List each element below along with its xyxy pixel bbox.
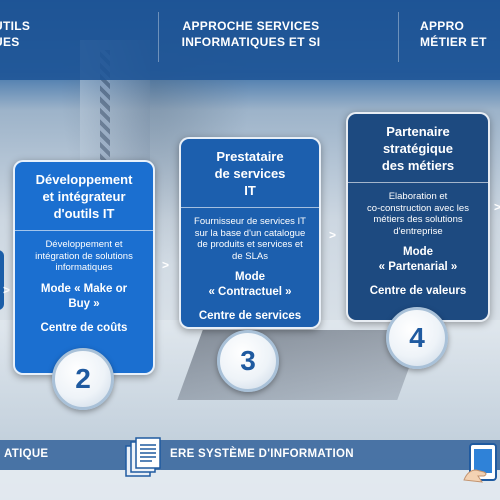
card-description: Elaboration et co-construction avec les … bbox=[367, 191, 469, 237]
card-body: Fournisseur de services IT sur la base d… bbox=[181, 207, 319, 327]
card-prestataire: Prestataire de services IT Fournisseur d… bbox=[179, 137, 321, 329]
step-number-4: 4 bbox=[386, 307, 448, 369]
card-center: Centre de services bbox=[198, 310, 302, 322]
background-photo-tie bbox=[100, 50, 110, 170]
card-center: Centre de valeurs bbox=[369, 285, 467, 297]
card-title: Développement et intégrateur d'outils IT bbox=[35, 171, 133, 221]
card-mode: Mode « Partenarial » bbox=[378, 246, 458, 273]
card-partenaire: Partenaire stratégique des métiers Elabo… bbox=[346, 112, 490, 322]
header-bar: UTILS UES APPROCHE SERVICES INFORMATIQUE… bbox=[0, 0, 500, 80]
card-description: Développement et intégration de solution… bbox=[35, 239, 133, 273]
footer-label-left: ATIQUE bbox=[4, 448, 49, 460]
card-mode: Mode « Make or Buy » bbox=[40, 282, 128, 310]
footer-bar: ATIQUE ERE SYSTÈME D'INFORMATION bbox=[0, 440, 500, 470]
card-body: Elaboration et co-construction avec les … bbox=[348, 182, 488, 305]
footer-label-center: ERE SYSTÈME D'INFORMATION bbox=[170, 448, 354, 460]
arrow-1: > bbox=[3, 283, 11, 297]
step-number-3: 3 bbox=[217, 330, 279, 392]
card-description: Fournisseur de services IT sur la base d… bbox=[194, 216, 306, 262]
arrow-2: > bbox=[162, 258, 170, 272]
footer-lower-band bbox=[0, 470, 500, 500]
header-divider bbox=[398, 12, 399, 62]
card-center: Centre de coûts bbox=[40, 321, 128, 334]
arrow-4: > bbox=[494, 200, 500, 214]
card-mode: Mode « Contractuel » bbox=[208, 271, 292, 298]
card-title: Partenaire stratégique des métiers bbox=[381, 123, 455, 173]
card-body: Développement et intégration de solution… bbox=[15, 230, 153, 342]
card-developpement: Développement et intégrateur d'outils IT… bbox=[13, 160, 155, 375]
tablet-hand-icon bbox=[463, 443, 497, 483]
arrow-3: > bbox=[329, 228, 337, 242]
header-col-1: UTILS UES bbox=[0, 19, 31, 49]
header-col-3: APPRO MÉTIER ET bbox=[420, 19, 487, 49]
step-number-2: 2 bbox=[52, 348, 114, 410]
card-title: Prestataire de services IT bbox=[214, 148, 286, 198]
header-col-2: APPROCHE SERVICES INFORMATIQUES ET SI bbox=[181, 19, 321, 49]
header-divider bbox=[158, 12, 159, 62]
partial-card-1 bbox=[0, 250, 4, 310]
documents-stack-icon bbox=[125, 437, 161, 477]
